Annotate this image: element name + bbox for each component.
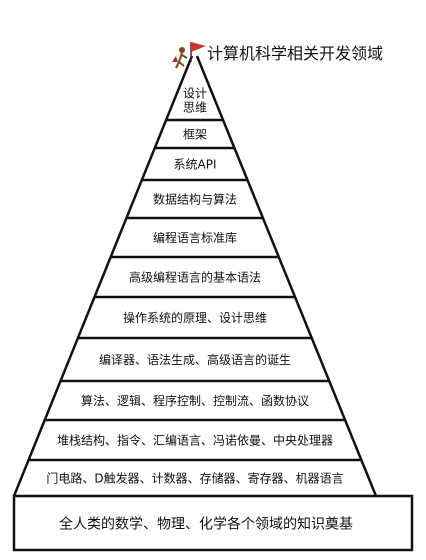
pyramid-layer-label-7: 操作系统的原理、设计思维	[123, 310, 267, 325]
diagram-title: 计算机科学相关开发领域	[207, 44, 384, 63]
pyramid-layer-label-12: 全人类的数学、物理、化学各个领域的知识奠基	[59, 515, 353, 532]
pyramid-base-box	[12, 494, 414, 552]
pyramid-layer-label-8: 编译器、语法生成、高级语言的诞生	[99, 352, 291, 367]
pyramid-layer-label-10: 堆栈结构、指令、汇编语言、冯诺依曼、中央处理器	[57, 433, 333, 448]
pyramid-layer-label-11: 门电路、D触发器、计数器、存储器、寄存器、机器语言	[46, 471, 343, 486]
pyramid-layer-label-5: 编程语言标准库	[153, 230, 237, 245]
pyramid-layer-label-3: 系统API	[174, 158, 217, 172]
pyramid-layer-label-9: 算法、逻辑、程序控制、控制流、函数协议	[81, 393, 309, 408]
pyramid-layer-label-2: 框架	[183, 128, 207, 142]
pyramid-layer-label-6: 高级编程语言的基本语法	[129, 270, 261, 285]
pyramid-layer-label-4: 数据结构与算法	[153, 192, 237, 207]
flag-with-climber-icon	[172, 42, 206, 69]
pyramid-layer-label-1: 设计思维	[183, 87, 207, 115]
pyramid-outline	[12, 55, 378, 497]
